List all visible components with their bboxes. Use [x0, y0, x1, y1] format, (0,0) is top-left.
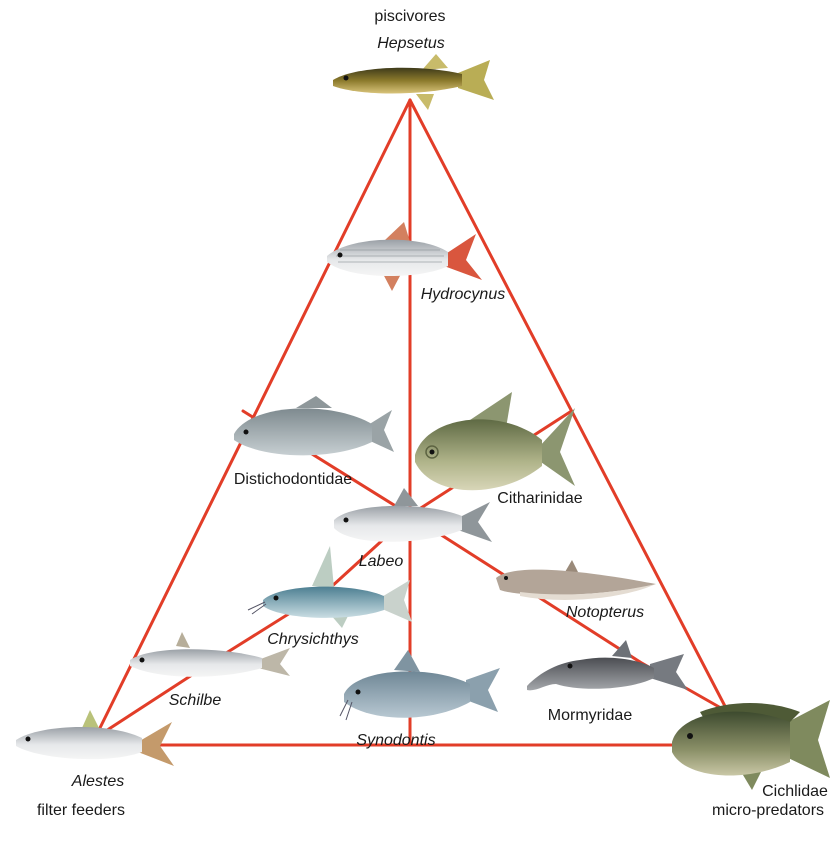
notopterus-label: Notopterus: [566, 604, 644, 621]
hepsetus-label: Hepsetus: [377, 35, 445, 52]
mormyridae-fish-image: [527, 640, 688, 690]
notopterus-fish-image: [496, 560, 656, 600]
hydrocynus-label: Hydrocynus: [421, 286, 505, 303]
cichlidae-fish-image: [672, 700, 830, 790]
chrysichthys-label: Chrysichthys: [267, 631, 359, 648]
hepsetus-fish-image: [333, 54, 494, 110]
network-lines: [95, 100, 728, 745]
schilbe-fish-image: [130, 632, 290, 677]
citharinidae-fish-image: [415, 392, 575, 490]
hydrocynus-fish-image: [327, 222, 482, 291]
micro-predators-label: micro-predators: [712, 802, 824, 819]
alestes-label: Alestes: [71, 773, 124, 790]
labeo-fish-image: [334, 488, 492, 542]
synodontis-fish-image: [340, 650, 500, 720]
mormyridae-label: Mormyridae: [548, 707, 633, 724]
cichlidae-label: Cichlidae: [762, 783, 828, 800]
filter-feeders-label: filter feeders: [37, 802, 125, 819]
schilbe-label: Schilbe: [169, 692, 222, 709]
synodontis-label: Synodontis: [356, 732, 435, 749]
alestes-fish-image: [16, 710, 174, 766]
labeo-label: Labeo: [359, 553, 404, 570]
citharinidae-label: Citharinidae: [497, 490, 582, 507]
piscivores-label: piscivores: [374, 8, 445, 25]
distichodontidae-label: Distichodontidae: [234, 471, 352, 488]
